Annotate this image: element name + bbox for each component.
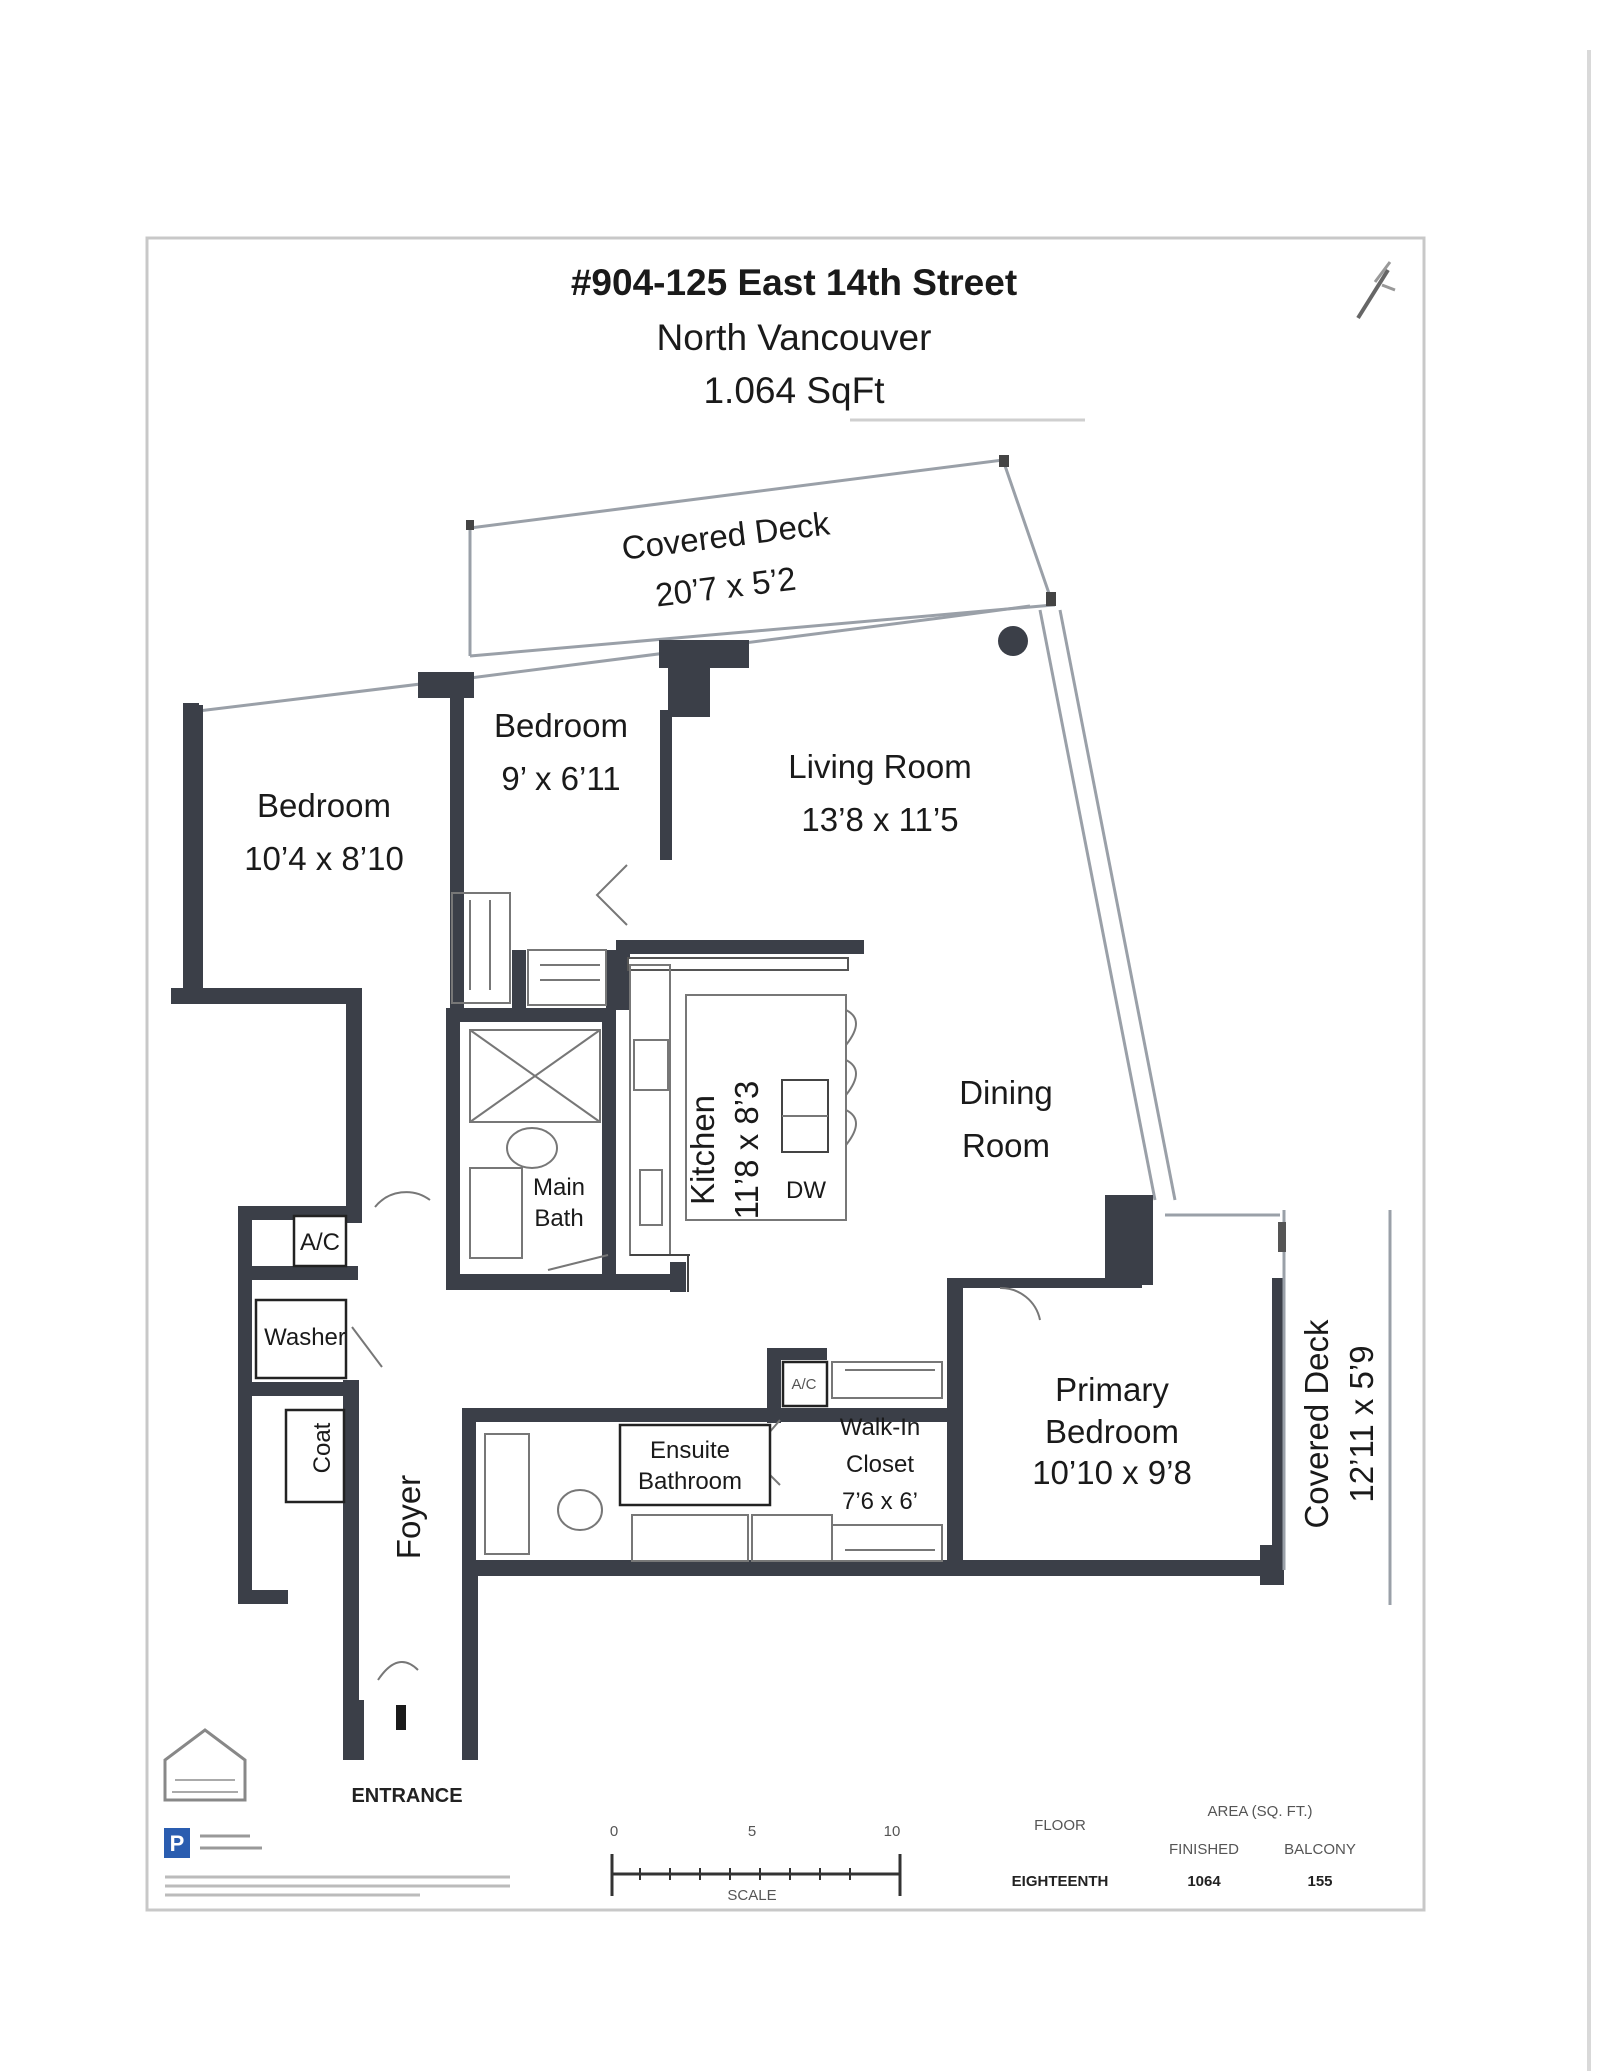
area-label: AREA (SQ. FT.) (1207, 1803, 1312, 1820)
primary-bedroom-line2: Bedroom (1045, 1413, 1179, 1450)
address-title: #904-125 East 14th Street (571, 262, 1017, 303)
foyer-label: Foyer (390, 1475, 427, 1559)
primary-bedroom-dims: 10’10 x 9’8 (1032, 1454, 1192, 1491)
scale-bar (610, 1854, 902, 1896)
bedroom-small-dims: 9’ x 6’11 (501, 760, 620, 797)
parking-icon: P (164, 1828, 190, 1858)
scale-tick-5: 5 (748, 1823, 756, 1840)
main-bath-line1: Main (533, 1174, 585, 1201)
bedroom-left-dims: 10’4 x 8’10 (244, 840, 404, 877)
scale-tick-0: 0 (610, 1823, 618, 1840)
ensuite-line1: Ensuite (650, 1437, 730, 1464)
fine-print (165, 1834, 510, 1897)
ac-small-box (781, 1360, 829, 1408)
primary-bedroom-line1: Primary (1055, 1371, 1169, 1408)
balcony-label: BALCONY (1284, 1841, 1356, 1858)
north-glass-line (189, 604, 1031, 714)
kitchen-dims: 11’8 x 8’3 (728, 1081, 765, 1220)
company-logo-icon (163, 1728, 247, 1802)
coat-label: Coat (309, 1422, 336, 1473)
scale-tick-10: 10 (884, 1823, 901, 1840)
plan-frame (145, 236, 1426, 1912)
svg-text:P: P (170, 1831, 185, 1856)
walk-in-dims: 7’6 x 6’ (842, 1488, 918, 1515)
finished-label: FINISHED (1169, 1841, 1239, 1858)
covered-deck-right-outline (1165, 1210, 1392, 1605)
east-glass-line-2 (1058, 609, 1177, 1201)
walk-in-line2: Closet (846, 1451, 914, 1478)
ensuite-line2: Bathroom (638, 1468, 742, 1495)
kitchen-name: Kitchen (684, 1095, 721, 1205)
living-room-dims: 13’8 x 11’5 (801, 801, 958, 838)
covered-deck-right-dims: 12’11 x 5’9 (1343, 1345, 1380, 1502)
walk-in-line1: Walk-In (840, 1414, 920, 1441)
walk-in-hatching (831, 1361, 943, 1562)
kitchen-fixtures (627, 957, 857, 1292)
dining-room-line2: Room (962, 1127, 1050, 1164)
dining-room-line1: Dining (959, 1074, 1053, 1111)
living-room-name: Living Room (788, 748, 971, 785)
dishwasher-label: DW (786, 1177, 826, 1204)
bedroom-left-name: Bedroom (257, 787, 391, 824)
north-arrow-icon (1356, 261, 1396, 320)
covered-deck-top-name: Covered Deck (620, 504, 833, 566)
bedroom-small-name: Bedroom (494, 707, 628, 744)
main-bath-fixtures (469, 1029, 601, 1259)
floor-label: FLOOR (1034, 1817, 1086, 1834)
balcony-value: 155 (1307, 1873, 1332, 1890)
ac-left-box (292, 1214, 348, 1268)
ac-left-label: A/C (300, 1229, 340, 1256)
city-subtitle: North Vancouver (657, 317, 932, 358)
washer-label: Washer (264, 1324, 346, 1351)
covered-deck-top-outline (466, 455, 1056, 658)
main-bath-line2: Bath (534, 1205, 583, 1232)
entrance-label: ENTRANCE (351, 1785, 462, 1807)
finished-value: 1064 (1187, 1873, 1221, 1890)
area-subtitle: 1.064 SqFt (703, 370, 885, 411)
covered-deck-top-dims: 20’7 x 5’2 (653, 560, 798, 614)
ensuite-label-box (618, 1423, 772, 1507)
covered-deck-right-name: Covered Deck (1298, 1319, 1335, 1529)
scale-label: SCALE (727, 1887, 776, 1904)
east-glass-line (1038, 609, 1157, 1201)
floor-value: EIGHTEENTH (1012, 1873, 1109, 1890)
ac-small-label: A/C (791, 1376, 816, 1393)
closet-hatching (451, 892, 607, 1006)
page-edge-line (1587, 50, 1591, 2071)
coat-box (284, 1408, 346, 1504)
washer-box (254, 1298, 348, 1380)
